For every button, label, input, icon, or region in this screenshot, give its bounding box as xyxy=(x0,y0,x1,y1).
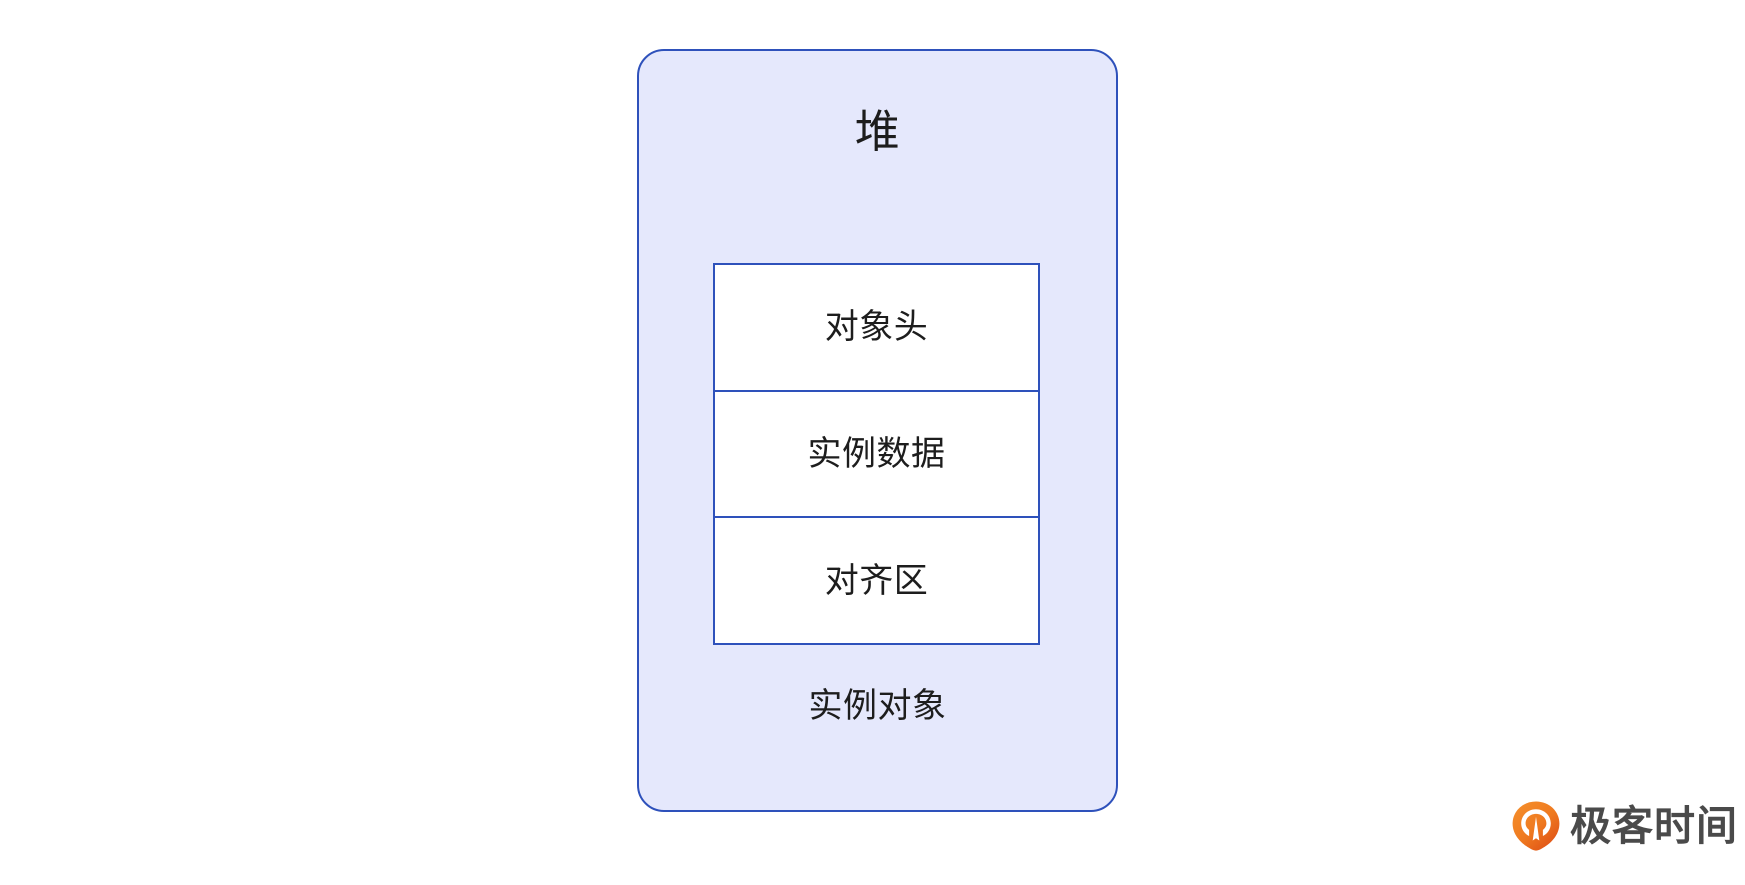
brand-name: 极客时间 xyxy=(1570,802,1738,849)
object-row-header: 对象头 xyxy=(715,265,1038,392)
object-layout-stack: 对象头 实例数据 对齐区 xyxy=(713,263,1040,645)
object-stack-caption: 实例对象 xyxy=(808,687,947,725)
object-row-label: 实例数据 xyxy=(807,435,946,473)
object-row-label: 对齐区 xyxy=(824,561,929,600)
object-row-label: 对象头 xyxy=(824,308,929,347)
brand-watermark: 极客时间 xyxy=(1511,797,1738,855)
geektime-pin-icon xyxy=(1512,801,1560,851)
heap-container: 堆 对象头 实例数据 对齐区 实例对象 xyxy=(637,49,1118,812)
heap-title: 堆 xyxy=(854,106,901,157)
object-row-padding: 对齐区 xyxy=(715,518,1038,644)
object-row-instance-data: 实例数据 xyxy=(715,391,1038,519)
